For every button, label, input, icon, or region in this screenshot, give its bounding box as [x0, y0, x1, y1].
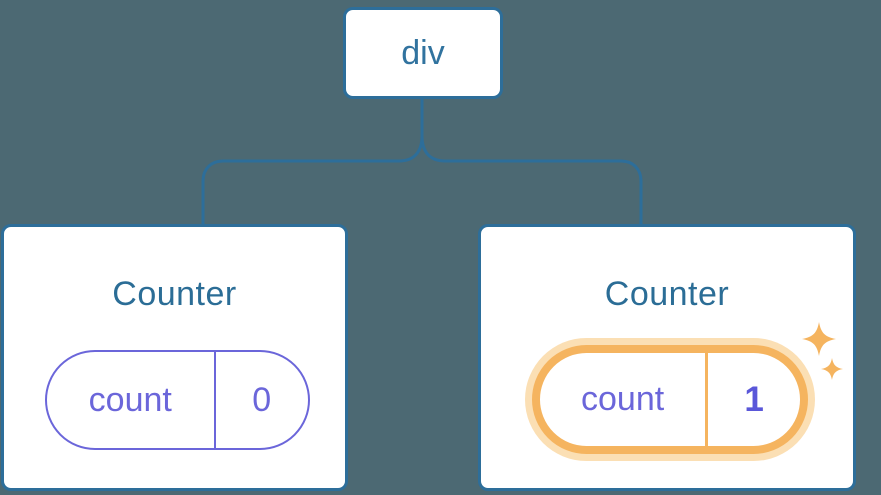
connector-right-branch — [420, 135, 643, 225]
state-value-label: 0 — [213, 352, 309, 448]
state-pill-left: count 0 — [45, 350, 310, 450]
sparkle-small-icon — [821, 358, 843, 380]
connector-left-branch — [201, 99, 424, 225]
root-node-label: div — [401, 33, 445, 72]
sparkles-icon — [802, 322, 843, 380]
root-node-div: div — [343, 7, 503, 99]
counter-card-left: Counter count 0 — [1, 224, 348, 491]
counter-title-right: Counter — [604, 275, 730, 313]
state-pill-right-highlighted: count 1 — [532, 345, 808, 454]
counter-title-left: Counter — [112, 275, 237, 313]
state-key-text: count — [581, 380, 665, 418]
sparkle-large-icon — [802, 322, 836, 356]
state-value-label: 1 — [705, 353, 800, 446]
state-value-text: 1 — [744, 379, 764, 419]
state-key-label: count — [540, 353, 705, 446]
state-key-text: count — [88, 380, 172, 419]
counter-card-right: Counter count 1 — [478, 224, 856, 491]
state-key-label: count — [47, 352, 214, 448]
state-value-text: 0 — [252, 380, 272, 419]
